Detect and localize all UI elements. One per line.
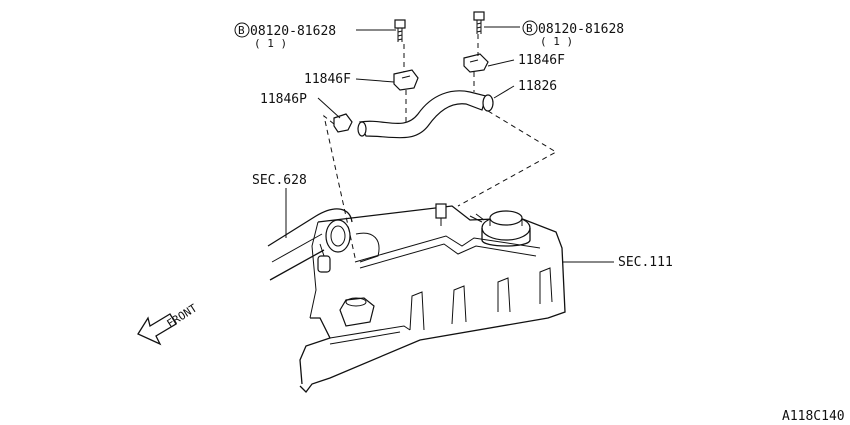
- front-arrow: FRONT: [137, 301, 200, 346]
- callout-clamp-upper-right[interactable]: 11846F: [518, 53, 565, 68]
- bolt-right-part-number: 08120-81628: [538, 22, 624, 37]
- figure-id: A118C140: [782, 409, 845, 424]
- callout-sec-rocker-cover[interactable]: SEC.111: [618, 255, 673, 270]
- callout-hose[interactable]: 11826: [518, 79, 557, 94]
- front-arrow-label: FRONT: [165, 301, 200, 330]
- rocker-cover-drawing: [299, 203, 566, 393]
- clamp-left-drawing: [393, 69, 419, 91]
- bolt-left-symbol: B: [238, 24, 245, 37]
- callout-sec-intake[interactable]: SEC.628: [252, 173, 307, 188]
- intake-pipe-drawing: [267, 208, 353, 281]
- bolt-right-quantity: ( 1 ): [540, 35, 573, 48]
- bolt-right-drawing: [473, 11, 485, 34]
- bolt-left-quantity: ( 1 ): [254, 37, 287, 50]
- pcv-valve-drawing: [469, 210, 531, 247]
- callout-clamp-left[interactable]: 11846F: [304, 72, 351, 87]
- clip-left-drawing: [333, 113, 353, 133]
- bolt-right-symbol: B: [526, 22, 533, 35]
- assembly-dashed-lines: [323, 34, 558, 263]
- blow-by-hose-drawing: [357, 90, 494, 139]
- callout-bolt-left[interactable]: B 08120-81628 ( 1 ): [234, 22, 336, 50]
- callout-clip-left[interactable]: 11846P: [260, 92, 307, 107]
- leader-lines: [285, 26, 614, 263]
- callout-bolt-right[interactable]: B 08120-81628 ( 1 ): [522, 20, 624, 48]
- clamp-right-drawing: [463, 53, 489, 73]
- bolt-left-drawing: [394, 19, 406, 42]
- bolt-left-part-number: 08120-81628: [250, 24, 336, 39]
